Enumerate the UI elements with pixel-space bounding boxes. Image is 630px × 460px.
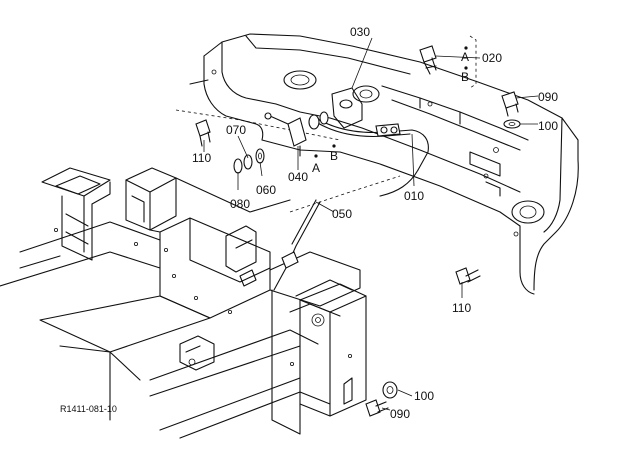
bolt-090-bottom (365, 399, 389, 417)
bolt-110-right (455, 267, 481, 285)
callout-030: 030 (350, 25, 370, 39)
washer-100-top (503, 119, 521, 129)
callout-labels: 030 020 090 100 110 070 080 060 040 050 … (192, 25, 558, 421)
callout-100-top: 100 (538, 119, 558, 133)
callout-040: 040 (288, 170, 308, 184)
callout-080: 080 (230, 197, 250, 211)
callout-090-top: 090 (538, 90, 558, 104)
marker-b-bracket: B (461, 70, 469, 84)
callout-060: 060 (256, 183, 276, 197)
callout-070: 070 (226, 123, 246, 137)
chassis-frame (0, 167, 367, 439)
throttle-cable (273, 117, 429, 291)
marker-b-part: B (330, 149, 338, 163)
washer-stack (233, 148, 265, 174)
bolt-020 (419, 45, 437, 75)
callout-110-right: 110 (452, 301, 471, 315)
bolt-090-top (501, 91, 519, 117)
position-markers: A B A B (312, 50, 469, 175)
callout-020: 020 (482, 51, 502, 65)
callout-110-left: 110 (192, 151, 211, 165)
fender-panel (175, 33, 579, 295)
callout-100-bottom: 100 (414, 389, 434, 403)
leader-lines (203, 37, 539, 411)
bracket-040 (264, 112, 307, 157)
marker-a-part: A (312, 161, 320, 175)
washer-100-bottom (382, 381, 398, 399)
callout-010: 010 (404, 189, 424, 203)
drawing-reference-code: R1411-081-10 (60, 404, 117, 414)
callout-050: 050 (332, 207, 352, 221)
callout-090-bottom: 090 (390, 407, 410, 421)
hardware-parts (195, 35, 521, 417)
marker-a-bracket: A (461, 50, 469, 64)
bolt-110-left (195, 119, 211, 147)
